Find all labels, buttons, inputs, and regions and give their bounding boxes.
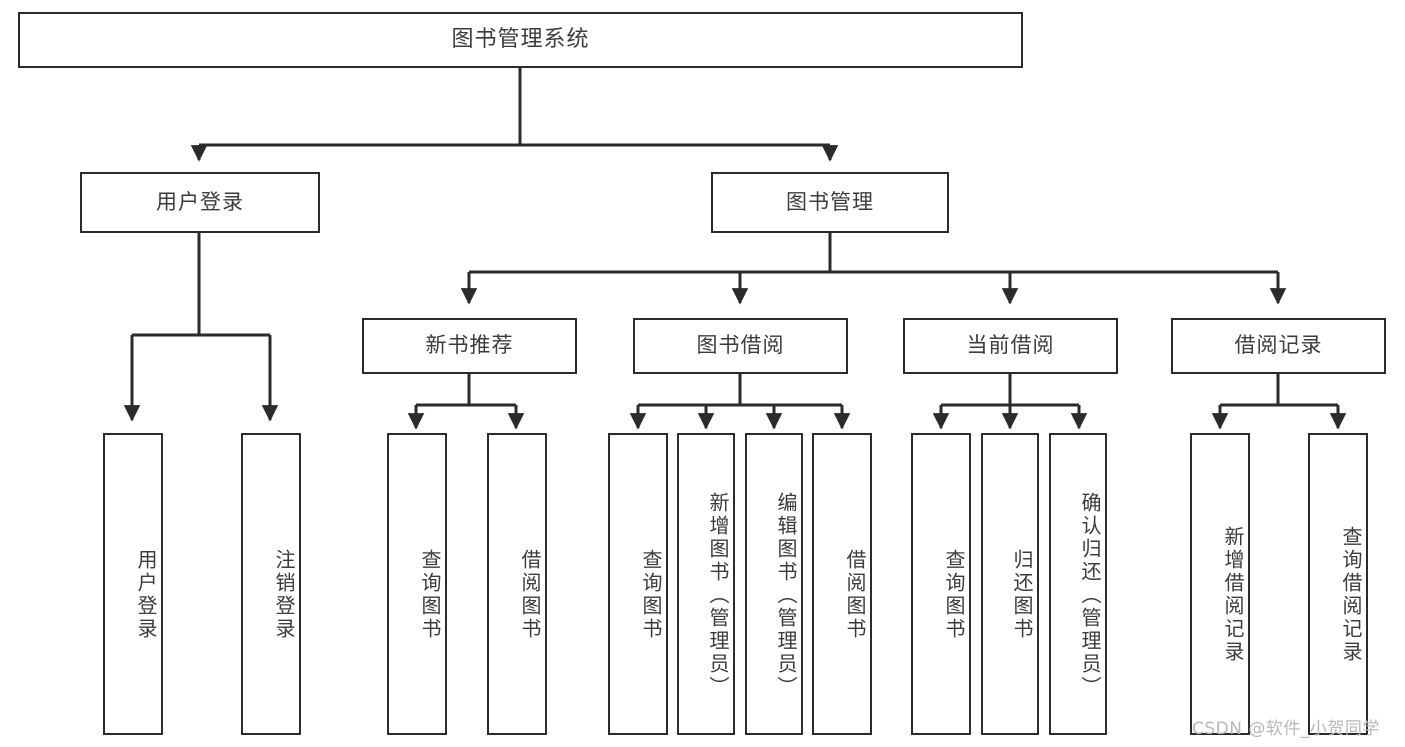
node-label: 查询图书 — [639, 549, 663, 641]
node-book-management[interactable]: 图书管理 — [711, 172, 949, 233]
node-label: 注销登录 — [272, 549, 296, 641]
node-label: 用户登录 — [134, 549, 158, 641]
node-label: 图书管理系统 — [451, 26, 590, 52]
node-root-book-management-system[interactable]: 图书管理系统 — [18, 12, 1023, 68]
node-leaf-query-book-2[interactable]: 查询图书 — [608, 433, 668, 735]
node-label: 用户登录 — [156, 189, 244, 214]
node-label: 新增借阅记录 — [1221, 526, 1245, 664]
node-leaf-query-borrow-record[interactable]: 查询借阅记录 — [1308, 433, 1368, 735]
node-borrow-record[interactable]: 借阅记录 — [1171, 318, 1386, 374]
node-label: 借阅记录 — [1234, 333, 1323, 358]
node-user-login[interactable]: 用户登录 — [80, 172, 320, 233]
node-leaf-query-book-3[interactable]: 查询图书 — [911, 433, 971, 735]
node-label: 查询图书 — [942, 549, 966, 641]
node-label: 新增图书（管理员） — [706, 491, 730, 699]
node-label: 归还图书 — [1010, 549, 1034, 641]
node-leaf-borrow-book-1[interactable]: 借阅图书 — [487, 433, 547, 735]
node-label: 当前借阅 — [966, 333, 1055, 358]
node-leaf-logout-login[interactable]: 注销登录 — [241, 433, 301, 735]
node-label: 查询图书 — [418, 549, 442, 641]
node-leaf-add-book[interactable]: 新增图书（管理员） — [677, 433, 735, 735]
node-label: 新书推荐 — [425, 333, 514, 358]
node-leaf-confirm-return[interactable]: 确认归还（管理员） — [1049, 433, 1107, 735]
node-label: 借阅图书 — [843, 549, 867, 641]
node-leaf-edit-book[interactable]: 编辑图书（管理员） — [745, 433, 803, 735]
node-label: 查询借阅记录 — [1339, 526, 1363, 664]
node-leaf-borrow-book-2[interactable]: 借阅图书 — [812, 433, 872, 735]
node-current-borrow[interactable]: 当前借阅 — [903, 318, 1118, 374]
node-new-book-recommend[interactable]: 新书推荐 — [362, 318, 577, 374]
csdn-watermark: CSDN @软件_小贺同学 — [1192, 719, 1380, 739]
node-leaf-user-login[interactable]: 用户登录 — [103, 433, 163, 735]
node-book-borrow[interactable]: 图书借阅 — [633, 318, 848, 374]
node-label: 确认归还（管理员） — [1078, 491, 1102, 699]
node-label: 图书借阅 — [696, 333, 785, 358]
node-label: 图书管理 — [786, 189, 874, 214]
node-leaf-add-borrow-record[interactable]: 新增借阅记录 — [1190, 433, 1250, 735]
node-leaf-query-book-1[interactable]: 查询图书 — [387, 433, 447, 735]
node-label: 编辑图书（管理员） — [774, 491, 798, 699]
node-label: 借阅图书 — [518, 549, 542, 641]
node-leaf-return-book[interactable]: 归还图书 — [981, 433, 1039, 735]
